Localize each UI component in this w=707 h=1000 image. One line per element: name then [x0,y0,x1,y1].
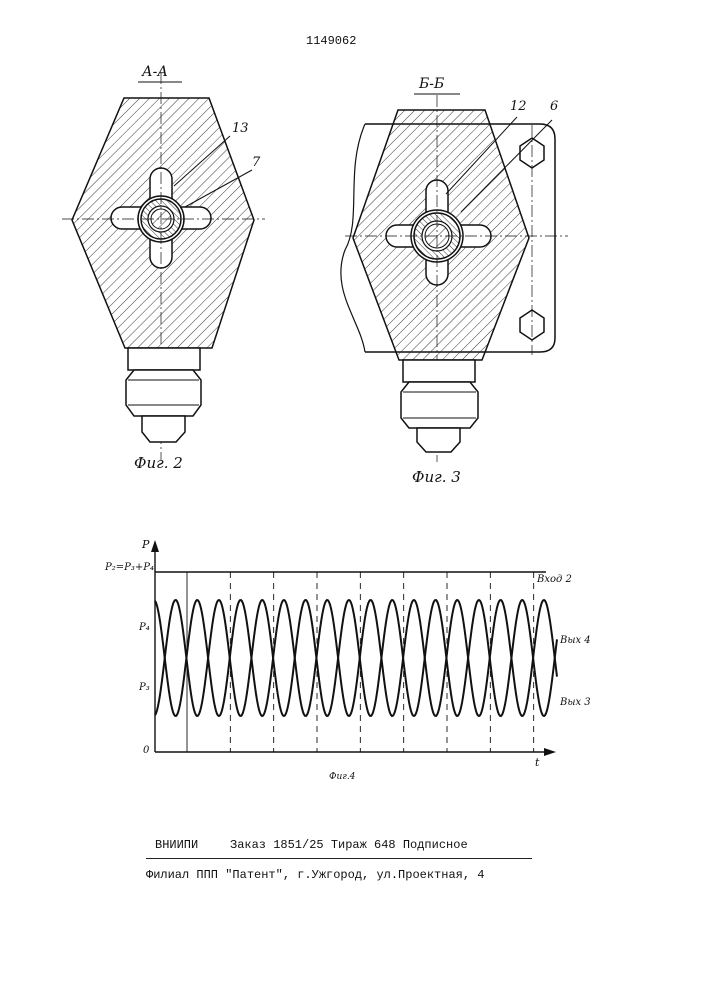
fig2-nut [126,370,201,416]
x-axis-label: t [535,756,539,769]
fig3-nozzle [417,428,460,452]
fig3-callout-6: 6 [550,99,558,114]
series-out3-line [155,600,557,716]
level-p3-label: P₃ [139,682,150,693]
footer-address-line: Филиал ППП "Патент", г.Ужгород, ул.Проек… [146,868,484,882]
fig2-callout-13: 13 [232,121,249,136]
fig2-nozzle [142,416,185,442]
level-p4-label: P₄ [139,622,150,633]
fig3-caption: Фиг. 3 [412,468,461,486]
fig2-caption: Фиг. 2 [134,454,183,472]
series-out4-line [155,600,557,716]
curve-out3-label: Вых 3 [560,697,591,708]
fig3-nut [401,382,478,428]
fig3-callout-12: 12 [510,99,527,114]
fig4-caption: Фиг.4 [329,772,355,782]
curve-out4-label: Вых 4 [560,635,591,646]
fig3-neck [403,360,475,382]
footer-divider [146,858,532,859]
origin-label: 0 [143,745,149,756]
fig2-neck [128,348,200,370]
footer-org: ВНИИПИ [155,838,198,852]
fig2-callout-7: 7 [252,155,260,170]
level-top-label: P₂=P₃+P₄ [105,562,154,573]
y-axis-label: P [142,538,149,551]
figure-3 [341,94,568,462]
fig3-section-label: Б-Б [419,76,444,92]
curve-input-label: Вход 2 [537,574,572,585]
footer-order-line: Заказ 1851/25 Тираж 648 Подписное [230,838,468,852]
fig2-section-label: А-А [142,64,168,80]
figure-4-chart [151,540,557,756]
